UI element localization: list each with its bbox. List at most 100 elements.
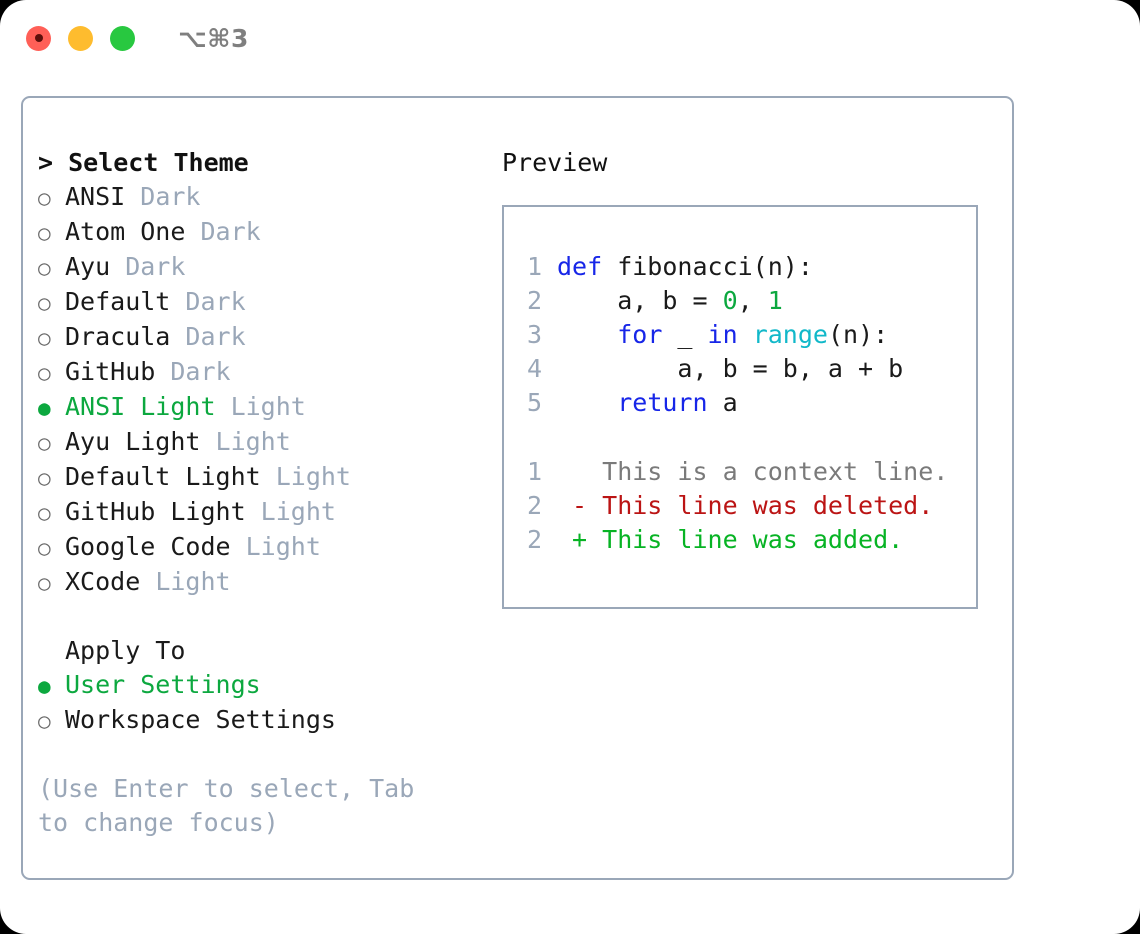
theme-option-tag: Dark bbox=[155, 357, 231, 386]
theme-option-google-code[interactable]: ○Google Code Light bbox=[38, 530, 498, 565]
theme-option-tag: Light bbox=[260, 462, 351, 491]
theme-option-tag: Light bbox=[230, 532, 321, 561]
code-line-number: 3 bbox=[526, 320, 542, 349]
radio-unselected-icon[interactable]: ○ bbox=[38, 186, 51, 210]
diff-line-text: - This line was deleted. bbox=[557, 491, 934, 520]
code-line-text: a, b = b, a + b bbox=[542, 352, 903, 386]
code-token-num: 0 bbox=[722, 286, 738, 315]
code-token-kw: return bbox=[617, 388, 708, 417]
theme-option-tag: Light bbox=[245, 497, 336, 526]
radio-unselected-icon[interactable]: ○ bbox=[38, 431, 51, 455]
code-token-num: 1 bbox=[767, 286, 783, 315]
theme-option-tag: Light bbox=[215, 392, 306, 421]
code-token-pl bbox=[557, 388, 617, 417]
keyboard-shortcut-label: ⌥⌘3 bbox=[178, 23, 249, 53]
theme-option-label: Default bbox=[65, 287, 171, 316]
theme-option-ayu[interactable]: ○ Ayu Dark bbox=[38, 250, 498, 285]
theme-option-label: Atom One bbox=[65, 217, 186, 246]
code-line-number: 4 bbox=[526, 354, 542, 383]
theme-option-tag: Dark bbox=[185, 217, 261, 246]
theme-option-tag: Light bbox=[200, 427, 291, 456]
zoom-button[interactable] bbox=[110, 25, 135, 51]
theme-option-github[interactable]: ○ GitHub Dark bbox=[38, 355, 498, 390]
theme-option-label: Default Light bbox=[65, 462, 261, 491]
theme-option-label: Ayu bbox=[65, 252, 111, 281]
theme-option-ayu-light[interactable]: ○ Ayu Light Light bbox=[38, 425, 498, 460]
code-token-fn: range bbox=[752, 320, 828, 349]
theme-option-tag: Dark bbox=[170, 287, 246, 316]
radio-unselected-icon[interactable]: ○ bbox=[38, 361, 51, 385]
apply-to-option-workspace-settings[interactable]: ○ Workspace Settings bbox=[38, 703, 498, 738]
radio-unselected-icon[interactable]: ○ bbox=[38, 466, 51, 490]
preview-title: Preview bbox=[502, 148, 608, 177]
theme-option-label: Ayu Light bbox=[65, 427, 201, 456]
code-token-pl: a, b = b, a + b bbox=[557, 354, 904, 383]
apply-to-heading: Apply To bbox=[65, 636, 186, 665]
diff-line-number: 2 bbox=[526, 491, 542, 520]
apply-to-option-label: User Settings bbox=[65, 670, 261, 699]
code-line: 4 a, b = b, a + b bbox=[520, 352, 970, 386]
code-token-pl: fibonacci(n): bbox=[602, 252, 813, 281]
diff-line-text: + This line was added. bbox=[557, 525, 904, 554]
close-button[interactable] bbox=[26, 25, 51, 51]
theme-option-label: GitHub Light bbox=[65, 497, 246, 526]
diff-line-del: 2 - This line was deleted. bbox=[520, 489, 970, 523]
theme-option-default-light[interactable]: ○ Default Light Light bbox=[38, 460, 498, 495]
keyboard-hint-text: (Use Enter to select, Tab to change focu… bbox=[38, 774, 415, 837]
diff-line-text: This is a context line. bbox=[557, 457, 949, 486]
theme-option-default[interactable]: ○ Default Dark bbox=[38, 285, 498, 320]
apply-to-option-user-settings[interactable]: ● User Settings bbox=[38, 668, 498, 703]
theme-option-label: GitHub bbox=[65, 357, 156, 386]
theme-option-github-light[interactable]: ○ GitHub Light Light bbox=[38, 495, 498, 530]
theme-option-xcode[interactable]: ○XCode Light bbox=[38, 565, 498, 600]
radio-unselected-icon[interactable]: ○ bbox=[38, 709, 51, 733]
radio-unselected-icon[interactable]: ○ bbox=[38, 326, 51, 350]
code-line: 5 return a bbox=[520, 386, 970, 420]
diff-line-ctx: 1 This is a context line. bbox=[520, 455, 970, 489]
code-line-text: def fibonacci(n): bbox=[542, 250, 813, 284]
theme-option-ansi[interactable]: ○ANSI Dark bbox=[38, 180, 498, 215]
code-token-pl: _ bbox=[662, 320, 708, 349]
radio-unselected-icon[interactable]: ○ bbox=[38, 291, 51, 315]
radio-unselected-icon[interactable]: ○ bbox=[38, 501, 51, 525]
diff-sample: 1 This is a context line.2 - This line w… bbox=[520, 455, 970, 557]
theme-option-label: Dracula bbox=[65, 322, 171, 351]
minimize-button[interactable] bbox=[68, 25, 93, 51]
theme-option-ansi-light[interactable]: ●ANSI Light Light bbox=[38, 390, 498, 425]
code-token-pl: (n): bbox=[827, 320, 889, 349]
code-token-kw: for bbox=[617, 320, 663, 349]
code-line-number: 5 bbox=[526, 388, 542, 417]
code-line-text: a, b = 0, 1 bbox=[542, 284, 783, 318]
theme-option-tag: Dark bbox=[125, 182, 201, 211]
theme-list-heading: > Select Theme bbox=[38, 148, 249, 177]
theme-option-dracula[interactable]: ○ Dracula Dark bbox=[38, 320, 498, 355]
theme-option-tag: Dark bbox=[110, 252, 186, 281]
code-token-kw: in bbox=[707, 320, 738, 349]
theme-list-pane: > Select Theme ○ANSI Dark○Atom One Dark○… bbox=[38, 146, 498, 840]
theme-selector-card: > Select Theme ○ANSI Dark○Atom One Dark○… bbox=[21, 96, 1014, 880]
theme-option-list[interactable]: ○ANSI Dark○Atom One Dark○Ayu Dark○Defaul… bbox=[38, 180, 498, 600]
code-line-number: 1 bbox=[526, 252, 542, 281]
radio-unselected-icon[interactable]: ○ bbox=[38, 571, 51, 595]
window-titlebar: ⌥⌘3 bbox=[0, 0, 1140, 76]
radio-selected-icon[interactable]: ● bbox=[38, 396, 51, 420]
code-token-pl: , bbox=[737, 286, 768, 315]
apply-to-option-list[interactable]: ● User Settings ○ Workspace Settings bbox=[38, 668, 498, 738]
radio-unselected-icon[interactable]: ○ bbox=[38, 256, 51, 280]
code-token-pl bbox=[557, 320, 617, 349]
radio-unselected-icon[interactable]: ○ bbox=[38, 221, 51, 245]
theme-option-tag: Dark bbox=[170, 322, 246, 351]
radio-selected-icon[interactable]: ● bbox=[38, 674, 51, 698]
code-line-number: 2 bbox=[526, 286, 542, 315]
theme-option-atom-one[interactable]: ○ Atom One Dark bbox=[38, 215, 498, 250]
code-token-pl: a, b = bbox=[557, 286, 723, 315]
code-line-text: for _ in range(n): bbox=[542, 318, 888, 352]
section-spacer bbox=[38, 600, 498, 634]
code-line-text: return a bbox=[542, 386, 737, 420]
apply-to-option-label: Workspace Settings bbox=[65, 705, 336, 734]
radio-unselected-icon[interactable]: ○ bbox=[38, 536, 51, 560]
